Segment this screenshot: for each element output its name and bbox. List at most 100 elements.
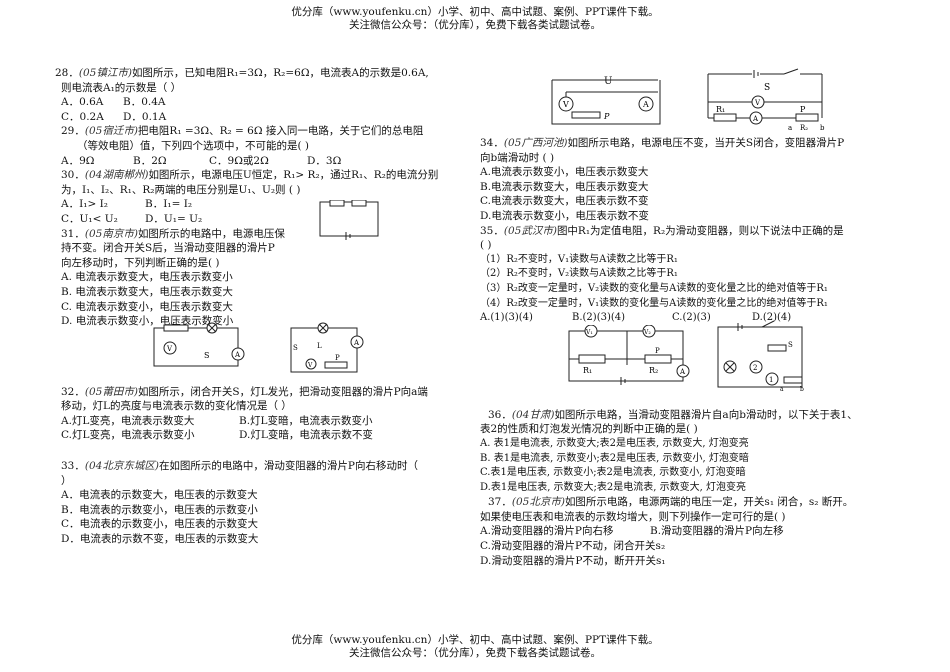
q28-p-label: P <box>603 112 610 121</box>
q33-source: (04北京东城区) <box>84 460 159 473</box>
q32-stem-1: 如图所示，闭合开关S，灯L发光，把滑动变阻器的滑片P向a端 <box>137 385 428 398</box>
gap <box>55 443 475 459</box>
q36-num: 36． <box>488 408 512 421</box>
q33-num: 33． <box>61 460 85 473</box>
q36-stem-2: 表2的性质和灯泡发光情况的判断中正确的是( ) <box>480 423 698 436</box>
q28-option-a: A．0.6A <box>61 96 104 109</box>
q29-num: 29． <box>61 125 85 138</box>
q28-num: 28． <box>55 67 79 79</box>
question-30: 30．(04湖南郴州)如图所示，电源电压U恒定，R₁> R₂，通过R₁、R₂的电… <box>55 168 475 226</box>
q33-stem-2: ） <box>61 474 72 487</box>
q30-stem-1: 如图所示，电源电压U恒定，R₁> R₂，通过R₁、R₂的电流分别 <box>148 169 439 182</box>
question-36: 36．(04甘肃)如图所示电路，当滑动变阻器滑片自a向b滑动时，以下关于表1、 … <box>480 408 900 496</box>
q31-num: 31． <box>61 227 85 240</box>
q35-num: 35． <box>480 224 504 237</box>
q36-a-end-label: a <box>780 386 784 393</box>
page-header: 优分库（www.youfenku.cn）小学、初中、高中试题、案例、PPT课件下… <box>0 6 950 32</box>
question-33: 33．(04北京东城区)在如图所示的电路中，滑动变阻器的滑片P向右移动时（ ） … <box>55 459 475 547</box>
q28-option-d: D．0.1A <box>123 110 167 123</box>
header-line-1: 优分库（www.youfenku.cn）小学、初中、高中试题、案例、PPT课件下… <box>291 6 659 18</box>
q28-a-label: A <box>642 100 649 109</box>
q30-source: (04湖南郴州) <box>84 169 149 182</box>
q34-s-label: S <box>764 83 770 93</box>
q31-stem-2: 持不变。闭合开关S后，当滑动变阻器的滑片P <box>61 242 275 255</box>
q31-stem-1: 如图所示的电路中，电源电压保 <box>137 227 285 240</box>
q34-source: (05广西河池) <box>503 137 568 149</box>
q34-r2-label: R₂ <box>800 124 808 132</box>
q31-option-a: A. 电流表示数变大，电压表示数变小 <box>61 271 233 284</box>
q31-option-b: B. 电流表示数变大，电压表示数变大 <box>61 285 233 298</box>
q29-source: (05宿迁市) <box>84 125 138 138</box>
q33-circuit-diagram: S L A P V <box>290 322 364 373</box>
question-37: 37．(05北京市)如图所示电路，电源两端的电压一定，开关s₁ 闭合，s₂ 断开… <box>480 495 900 568</box>
q31-circuit-diagram <box>319 200 379 240</box>
q28-source: (05镇江市) <box>78 67 132 79</box>
q28-stem-1: 如图所示，已知电阻R₁=3Ω，R₂=6Ω，电流表A的示数是0.6A, <box>131 67 429 79</box>
q28-v-label: V <box>562 100 569 109</box>
figure-q34-circuit: S V R₁ A P R₂ a b <box>704 68 828 132</box>
q33-l-label: L <box>317 342 322 350</box>
q35-v2-label: V₂ <box>643 329 651 336</box>
q36-meter-1-label: 1 <box>769 376 773 384</box>
q36-circuit-diagram: S 2 1 a b <box>717 320 804 393</box>
q32-a-label: A <box>234 351 241 359</box>
q37-stem-2: 如果使电压表和电流表的示数均增大，则下列操作一定可行的是( ) <box>480 510 786 523</box>
figure-q33-circuit: S L A P V <box>287 322 365 378</box>
q30-stem-2: 为，I₁、I₂、R₁、R₂两端的电压分别是U₁、U₂则 ( ) <box>61 183 301 196</box>
figure-q28-circuit: U V A P <box>548 72 666 132</box>
q36-s-label: S <box>788 341 793 349</box>
question-35: 35．(05武汉市)图中R₁为定值电阻，R₂为滑动变阻器，则以下说法中正确的是 … <box>480 224 900 326</box>
q34-stem-1: 如图所示电路，电源电压不变，当开关S闭合，变阻器滑片P <box>567 137 845 149</box>
header-line-2: 关注微信公众号：（优分库），免费下载各类试题试卷。 <box>349 19 601 31</box>
q35-r1-label: R₁ <box>583 366 592 375</box>
question-28: 28．(05镇江市)如图所示，已知电阻R₁=3Ω，R₂=6Ω，电流表A的示数是0… <box>55 66 475 124</box>
q33-option-b: B．电流表的示数变小，电压表的示数变小 <box>61 503 258 516</box>
q36-option-b: B. 表1是电流表, 示数变小;表2是电压表, 示数变小, 灯泡变暗 <box>480 452 749 464</box>
figure-q32-circuit: P V A S <box>150 322 250 374</box>
question-32: 32．(05莆田市)如图所示，闭合开关S，灯L发光，把滑动变阻器的滑片P向a端 … <box>55 385 475 443</box>
q34-v-label: V <box>754 99 761 107</box>
q33-option-a: A．电流表的示数变大，电压表的示数变大 <box>61 489 258 502</box>
q35-statement-1: （1）R₂不变时，V₁读数与A读数之比等于R₁ <box>480 253 678 265</box>
q35-statement-2: （2）R₂不变时，V₂读数与A读数之比等于R₁ <box>480 268 678 280</box>
q33-a-label: A <box>353 339 360 347</box>
q32-num: 32． <box>61 385 85 398</box>
q34-option-b: B.电流表示数变大，电压表示数变大 <box>480 180 649 193</box>
q29-option-b: B．2Ω <box>133 154 167 167</box>
q35-v1-label: V₁ <box>585 329 593 336</box>
q36-meter-2-label: 2 <box>753 364 757 372</box>
q34-p-label: P <box>800 105 806 114</box>
q35-option-c: C.(2)(3) <box>672 312 711 324</box>
q36-option-c: C.表1是电压表, 示数变小;表2是电流表, 示数变小, 灯泡变暗 <box>480 467 746 479</box>
q28-option-c: C．0.2A <box>61 110 104 123</box>
q29-stem-1: 把电阻R₁ =3Ω、R₂ = 6Ω 接入同一电路，关于它们的总电阻 <box>137 125 424 138</box>
q30-option-a: A．I₁> I₂ <box>61 198 108 211</box>
q30-option-c: C．U₁< U₂ <box>61 212 118 225</box>
page-footer: 优分库（www.youfenku.cn）小学、初中、高中试题、案例、PPT课件下… <box>0 634 950 660</box>
q29-option-a: A．9Ω <box>61 154 95 167</box>
q35-a-label: A <box>679 368 686 376</box>
q34-a-end-label: a <box>788 124 792 132</box>
q35-r2-label: R₂ <box>649 366 658 375</box>
q28-circuit-diagram: U V A P <box>551 76 661 125</box>
q28-option-b: B．0.4A <box>123 96 166 109</box>
q32-option-b: B.灯L变暗，电流表示数变小 <box>239 414 373 427</box>
q32-stem-2: 移动，灯L的亮度与电流表示数的变化情况是（ ） <box>61 400 292 413</box>
q32-p-label: P <box>171 322 177 327</box>
q37-option-c: C.滑动变阻器的滑片P不动，闭合开关s₂ <box>480 540 666 553</box>
q36-option-a: A. 表1是电流表, 示数变大;表2是电压表, 示数变大, 灯泡变亮 <box>480 437 749 449</box>
q30-num: 30． <box>61 169 85 182</box>
q33-stem-1: 在如图所示的电路中，滑动变阻器的滑片P向右移动时（ <box>158 460 419 473</box>
q30-option-b: B．I₁= I₂ <box>145 198 193 211</box>
q33-p-label: P <box>335 354 340 362</box>
q32-option-a: A.灯L变亮，电流表示数变大 <box>61 414 195 427</box>
figure-spacer <box>55 329 475 385</box>
q37-source: (05北京市) <box>511 496 565 509</box>
q29-option-c: C．9Ω或2Ω <box>209 154 269 167</box>
question-31: 31．(05南京市)如图所示的电路中，电源电压保 持不变。闭合开关S后，当滑动变… <box>55 227 475 329</box>
q34-b-end-label: b <box>820 124 825 132</box>
figure-q36-circuit: S 2 1 a b <box>712 317 812 393</box>
q37-option-b: B.滑动变阻器的滑片P向左移 <box>650 525 784 538</box>
q32-option-d: D.灯L变暗，电流表示数不变 <box>239 429 373 442</box>
q34-a-label: A <box>752 115 759 123</box>
